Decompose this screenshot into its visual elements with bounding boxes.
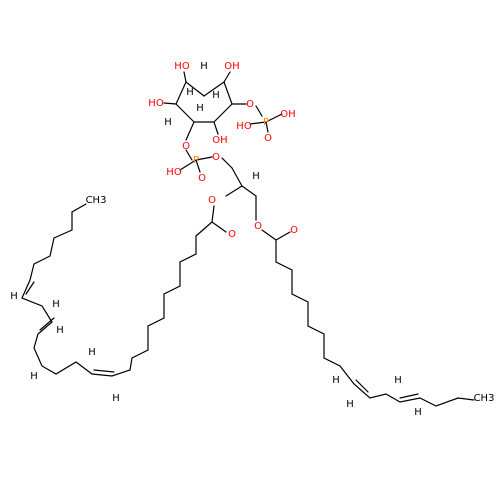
double-bond bbox=[39, 317, 55, 331]
label-oh: OH bbox=[212, 135, 227, 146]
double-bond bbox=[355, 379, 369, 393]
bond bbox=[185, 149, 193, 161]
label-oh: HO bbox=[174, 61, 190, 72]
label-h: H bbox=[414, 407, 422, 418]
label-o: O bbox=[254, 221, 262, 232]
label-o: O bbox=[208, 195, 216, 206]
bond bbox=[249, 121, 267, 125]
label-ho: HO bbox=[236, 121, 252, 132]
label-h: H bbox=[88, 347, 96, 358]
label-o: O bbox=[182, 141, 190, 152]
double-bond bbox=[93, 369, 115, 373]
ring-bond bbox=[175, 103, 195, 123]
ring-bond bbox=[203, 81, 225, 97]
ring-bond bbox=[185, 81, 205, 97]
bond bbox=[213, 121, 219, 135]
bond bbox=[221, 157, 233, 169]
label-h: H bbox=[200, 61, 208, 72]
bond bbox=[211, 205, 215, 223]
bond bbox=[223, 71, 231, 83]
bond bbox=[185, 121, 195, 141]
label-ho: HO bbox=[166, 167, 182, 178]
bond bbox=[265, 113, 283, 123]
bond bbox=[231, 167, 243, 187]
label-o: O bbox=[264, 133, 272, 144]
label-o: O bbox=[212, 152, 220, 163]
ring-bond bbox=[213, 103, 233, 123]
bond bbox=[225, 185, 243, 197]
bond bbox=[195, 221, 213, 237]
right-acyl-chain bbox=[275, 239, 475, 407]
label-h: H bbox=[186, 87, 194, 98]
label-o: O bbox=[198, 173, 206, 184]
bond bbox=[275, 231, 291, 241]
atom-labels: HO H OH H HO H H O P OH O HO H OH O P O … bbox=[10, 61, 494, 418]
double-bond bbox=[25, 281, 35, 295]
label-h: H bbox=[112, 393, 120, 404]
label-p: P bbox=[263, 117, 269, 128]
bond bbox=[195, 159, 201, 173]
bonds bbox=[21, 71, 475, 407]
label-h: H bbox=[164, 117, 172, 128]
label-o: O bbox=[246, 99, 254, 110]
bond bbox=[241, 185, 257, 197]
label-h: H bbox=[196, 103, 204, 114]
bond bbox=[261, 229, 277, 241]
label-ch3: CH3 bbox=[86, 195, 107, 206]
label-h: H bbox=[56, 325, 64, 336]
label-h: H bbox=[332, 375, 340, 386]
ring-bond bbox=[223, 81, 233, 105]
bond bbox=[255, 105, 263, 117]
label-h: H bbox=[346, 399, 354, 410]
label-oh: OH bbox=[224, 61, 239, 72]
label-oh: HO bbox=[148, 98, 164, 109]
label-ch3: CH3 bbox=[474, 393, 495, 404]
label-h: H bbox=[52, 299, 60, 310]
label-oh: OH bbox=[280, 109, 295, 120]
double-bond bbox=[399, 393, 419, 399]
left-acyl-chain bbox=[21, 203, 197, 377]
bond bbox=[183, 71, 187, 83]
label-h: H bbox=[10, 291, 18, 302]
ring-bond bbox=[175, 81, 187, 105]
label-h: H bbox=[394, 375, 402, 386]
bond bbox=[265, 121, 269, 133]
label-h: H bbox=[30, 371, 38, 382]
bond bbox=[179, 159, 197, 171]
label-p: P bbox=[193, 155, 199, 166]
bond bbox=[195, 156, 213, 161]
label-h: H bbox=[212, 90, 220, 101]
label-o: O bbox=[290, 225, 298, 236]
bond bbox=[211, 221, 227, 233]
label-o: O bbox=[228, 229, 236, 240]
label-h: H bbox=[252, 171, 260, 182]
bond bbox=[163, 102, 177, 105]
